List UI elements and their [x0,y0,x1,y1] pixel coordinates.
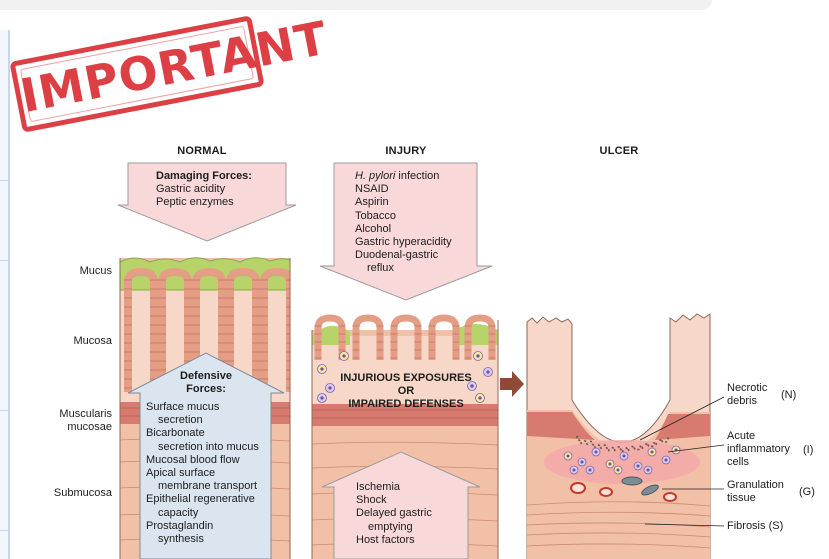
debris-speck [655,443,657,445]
defensive-line: secretion into mucus [146,441,276,454]
defensive-line: Bicarbonate [146,427,276,440]
damaging-item: Peptic enzymes [156,196,252,209]
injury-cause: reflux [355,262,452,275]
defensive-heading-line2: Forces: [160,383,252,396]
cell-nucleus [609,463,612,466]
injury-cause: Gastric hyperacidity [355,236,452,249]
injury-cause-hpylori: H. pylori infection [355,170,452,183]
impaired-defense-line: Ischemia [356,481,432,494]
cell-nucleus [647,469,650,472]
cell-nucleus [342,354,345,357]
defensive-forces-heading: Defensive Forces: [160,370,252,396]
callout-acute-line2: inflammatory [727,443,790,456]
hpylori-italic: H. pylori [355,170,395,182]
damaging-forces-text: Damaging Forces: Gastric acidity Peptic … [156,170,252,210]
injurious-exposures-label: INJURIOUS EXPOSURES OR IMPAIRED DEFENSES [318,372,494,412]
injury-cause: Tobacco [355,210,452,223]
injury-causes-list: H. pylori infection NSAID Aspirin Tobacc… [355,170,452,276]
debris-speck [651,445,653,447]
cell-nucleus [320,367,323,370]
cell-nucleus [595,451,598,454]
hpylori-rest: infection [395,170,439,182]
callout-necrotic-line1: Necrotic [727,382,767,395]
callout-acute-line3: cells [727,456,790,469]
injury-cause: NSAID [355,183,452,196]
impaired-defense-line: Delayed gastric [356,507,432,520]
injury-cause: Alcohol [355,223,452,236]
impaired-defense-line: Host factors [356,534,432,547]
damaging-item: Gastric acidity [156,183,252,196]
callout-granulation-tissue: Granulation tissue [727,479,784,505]
defensive-heading-line1: Defensive [160,370,252,383]
callout-granulation-line1: Granulation [727,479,784,492]
defensive-line: membrane transport [146,480,276,493]
cell-nucleus [623,455,626,458]
cell-nucleus [665,459,668,462]
cell-nucleus [589,469,592,472]
injury-cause: Duodenal-gastric [355,249,452,262]
defensive-line: capacity [146,507,276,520]
progression-arrow [500,371,524,397]
callout-necrotic-line2: debris [727,395,767,408]
callout-fibrosis: Fibrosis (S) [727,520,783,533]
defensive-line: Epithelial regenerative [146,493,276,506]
injury-cause: Aspirin [355,196,452,209]
defensive-line: Apical surface [146,467,276,480]
cell-nucleus [637,465,640,468]
cell-nucleus [581,461,584,464]
ulcer-tissue [527,314,710,559]
cell-nucleus [476,354,479,357]
defensive-line: Surface mucus [146,401,276,414]
callout-necrotic-tag: (N) [781,389,796,402]
callout-granulation-tag: (G) [799,486,815,499]
callout-acute-line1: Acute [727,430,790,443]
impaired-defense-line: emptying [356,521,432,534]
callout-acute-tag: (I) [803,444,813,457]
defensive-line: Mucosal blood flow [146,454,276,467]
injurious-line3: IMPAIRED DEFENSES [318,398,494,411]
callout-granulation-line2: tissue [727,492,784,505]
cell-nucleus [573,469,576,472]
callout-necrotic-debris: Necrotic debris [727,382,767,408]
cell-nucleus [617,469,620,472]
damaging-forces-heading: Damaging Forces: [156,170,252,183]
injurious-line2: OR [318,385,494,398]
defensive-line: synthesis [146,533,276,546]
cell-nucleus [567,455,570,458]
defensive-line: secretion [146,414,276,427]
callout-acute-inflammatory: Acute inflammatory cells [727,430,790,469]
defensive-line: Prostaglandin [146,520,276,533]
impaired-defense-line: Shock [356,494,432,507]
callout-fibrosis-tag: (S) [769,520,784,532]
cell-nucleus [651,451,654,454]
defensive-forces-list: Surface mucus secretion Bicarbonate secr… [146,401,276,546]
callout-fibrosis-label: Fibrosis [727,520,766,532]
debris-speck [608,449,610,451]
debris-speck [590,441,592,443]
impaired-defenses-list: Ischemia Shock Delayed gastric emptying … [356,481,432,547]
injurious-line1: INJURIOUS EXPOSURES [318,372,494,385]
debris-speck [637,449,639,451]
debris-speck [576,436,578,438]
